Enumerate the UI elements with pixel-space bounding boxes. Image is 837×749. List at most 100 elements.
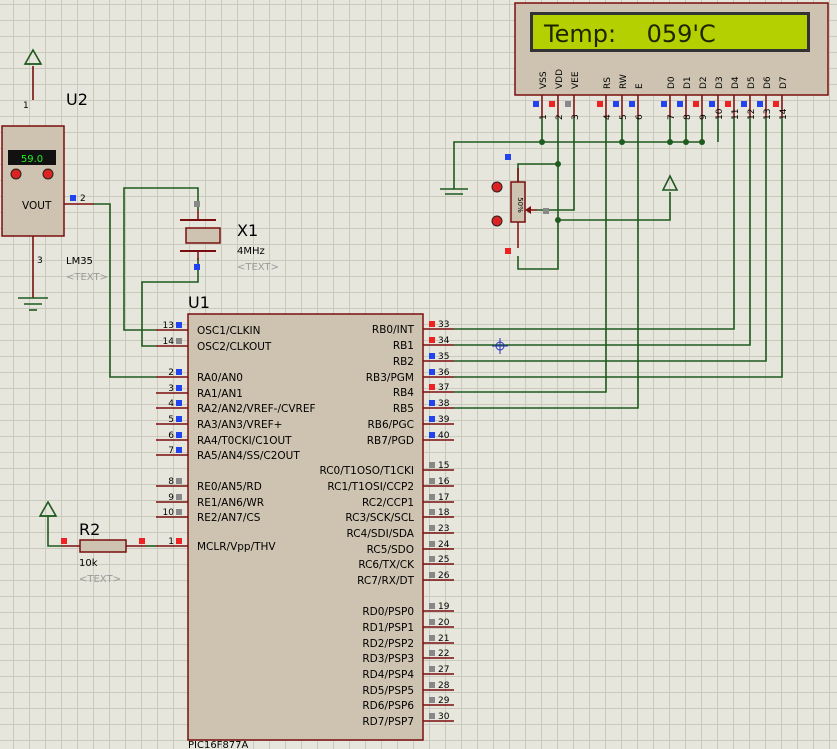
pic-microcontroller[interactable]: U1 PIC16F877A: [187, 293, 424, 749]
pin-marker: [429, 400, 435, 406]
lcd-pin-number: 10: [715, 108, 725, 120]
crystal-value: 4MHz: [237, 246, 265, 257]
pin-marker: [725, 101, 731, 107]
pin-marker: [176, 338, 182, 344]
lcd-pin-number: 6: [635, 114, 645, 120]
pin-marker: [61, 538, 67, 544]
pin-marker: [429, 603, 435, 609]
pin-marker: [176, 432, 182, 438]
lcd-display[interactable]: Temp: 059'C: [514, 2, 829, 96]
lm35-pin-bottom: 3: [37, 256, 43, 266]
pin-number: 16: [438, 477, 450, 487]
lm35-sensor[interactable]: 59.0 VOUT 2 1 3 U2 LM35 <TEXT>: [1, 90, 108, 283]
wire-pot-top: [517, 163, 558, 184]
lcd-pin-number: 7: [667, 114, 677, 120]
potentiometer[interactable]: 50%: [491, 154, 549, 254]
resistor-r2[interactable]: R2 10k <TEXT>: [61, 520, 146, 585]
lcd-pin-name: RS: [603, 77, 613, 89]
pin-label: RE1/AN6/WR: [197, 497, 264, 509]
pic-body: [187, 313, 424, 741]
crystal-x1[interactable]: X1 4MHz <TEXT>: [180, 201, 279, 273]
lcd-pin-e[interactable]: E6: [629, 83, 645, 120]
temp-up-button[interactable]: [42, 168, 54, 180]
pin-label: RB6/PGC: [367, 419, 414, 431]
junction: [667, 139, 673, 145]
pin-marker: [429, 416, 435, 422]
pot-up-button[interactable]: [491, 181, 503, 193]
pin-label: RC7/RX/DT: [357, 575, 414, 587]
pot-down-button[interactable]: [491, 215, 503, 227]
lcd-pin-rs[interactable]: RS4: [597, 77, 613, 120]
pin-marker: [429, 697, 435, 703]
lcd-pin-d1[interactable]: D18: [677, 76, 693, 120]
pin-marker: [429, 541, 435, 547]
lcd-pin-name: D2: [699, 76, 709, 89]
temp-down-button[interactable]: [10, 168, 22, 180]
pin-marker: [549, 101, 555, 107]
pin-marker: [613, 101, 619, 107]
pin-label: RD7/PSP7: [362, 716, 414, 728]
pin-number: 6: [168, 431, 174, 441]
pin-marker: [709, 101, 715, 107]
lcd-pin-name: D0: [667, 76, 677, 89]
pin-label: RA1/AN1: [197, 388, 243, 400]
lcd-pin-d2[interactable]: D29: [693, 76, 709, 120]
pin-marker: [429, 619, 435, 625]
pin-number: 17: [438, 493, 449, 503]
pin-marker: [176, 509, 182, 515]
lm35-vout-label: VOUT: [22, 200, 52, 212]
lcd-pin-d0[interactable]: D0 7: [661, 76, 677, 120]
pin-label: RC6/TX/CK: [358, 559, 415, 571]
junction: [619, 139, 625, 145]
lcd-pin-rw[interactable]: RW5: [613, 74, 629, 120]
pin-label: RA0/AN0: [197, 372, 243, 384]
pin-marker: [757, 101, 763, 107]
pin-marker: [629, 101, 635, 107]
